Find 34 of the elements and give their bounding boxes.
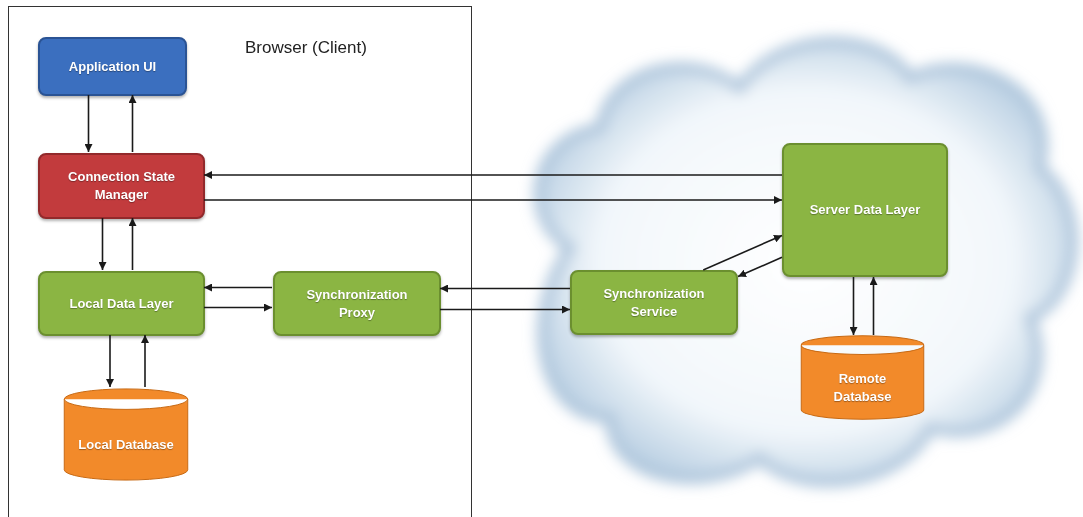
node-label: Local Database (78, 435, 174, 454)
arrow (439, 305, 571, 314)
arrow (737, 256, 783, 278)
frame-title: Browser (Client) (245, 37, 367, 59)
arrow (439, 284, 571, 293)
node-label: Application UI (68, 57, 157, 76)
process-box (782, 143, 948, 277)
database-cylinder (800, 335, 925, 420)
arrow (98, 217, 107, 271)
process-box (38, 153, 205, 219)
node-label: Synchronization Service (602, 284, 706, 321)
arrow (84, 94, 93, 153)
node-label: Connection State Manager (67, 168, 176, 204)
arrow (141, 334, 149, 388)
arrow (869, 276, 878, 336)
arrow (203, 171, 783, 179)
process-box (273, 271, 441, 336)
node-label: Local Data Layer (69, 294, 174, 313)
process-box (38, 37, 187, 96)
arrow (702, 234, 783, 271)
browser-frame (8, 6, 472, 517)
arrow (849, 276, 858, 336)
arrow (128, 217, 137, 271)
process-box (570, 270, 738, 335)
arrow (128, 94, 137, 153)
arrow (106, 334, 114, 388)
arrow (203, 283, 273, 292)
arrow (203, 196, 783, 204)
database-cylinder (63, 388, 189, 481)
node-label: Remote Database (832, 369, 893, 406)
node-label: Synchronization Proxy (305, 285, 409, 322)
node-label: Server Data Layer (809, 201, 921, 219)
process-box (38, 271, 205, 336)
arrow (203, 303, 273, 312)
